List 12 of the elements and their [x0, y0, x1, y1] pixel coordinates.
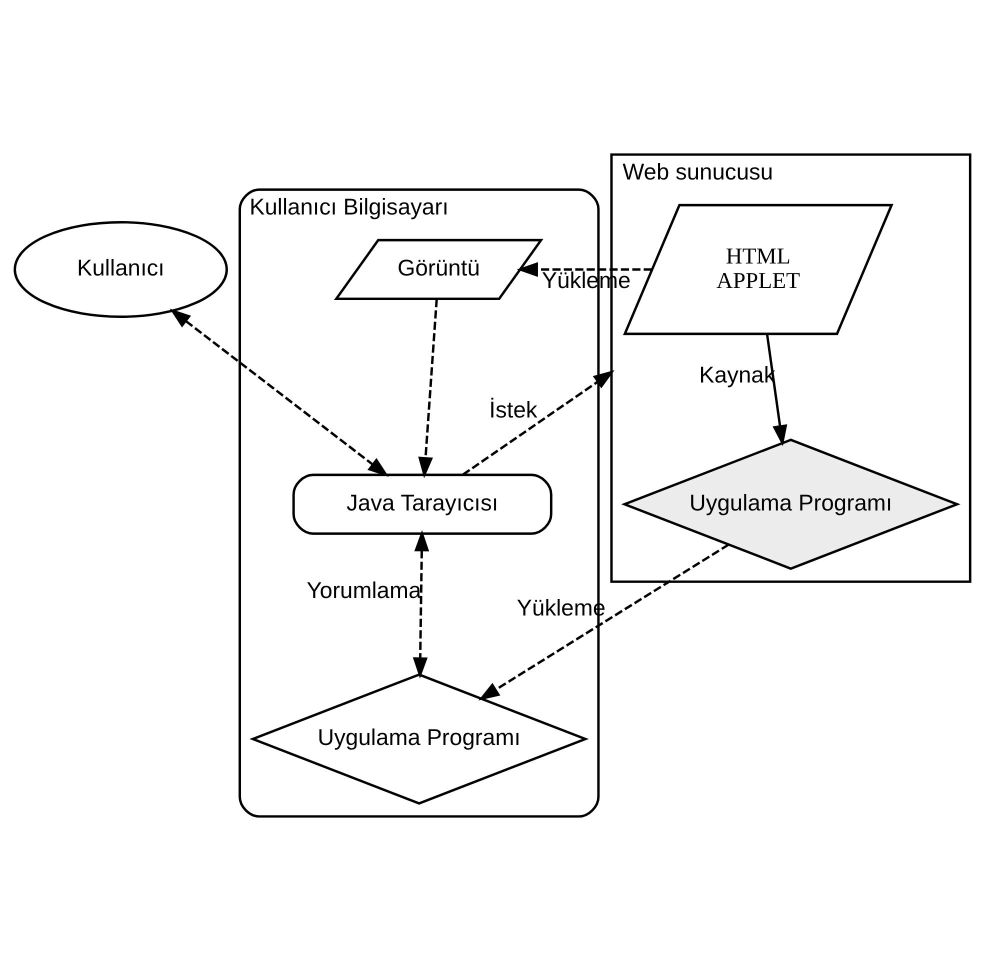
edge-label: İstek: [489, 396, 538, 422]
arrow: [418, 298, 438, 478]
node-ellipse: Kullanıcı: [14, 220, 228, 318]
arrow: [478, 543, 730, 700]
arrow: [766, 334, 788, 446]
edge-label: Yorumlama: [306, 576, 422, 602]
arrow: [462, 370, 615, 476]
node-box: Java Tarayıcısı: [292, 473, 552, 534]
node-diamond: Uygulama Programı: [621, 438, 960, 570]
node-diamond: Uygulama Programı: [249, 672, 589, 804]
arrow: [170, 308, 389, 476]
arrow: [412, 530, 430, 678]
